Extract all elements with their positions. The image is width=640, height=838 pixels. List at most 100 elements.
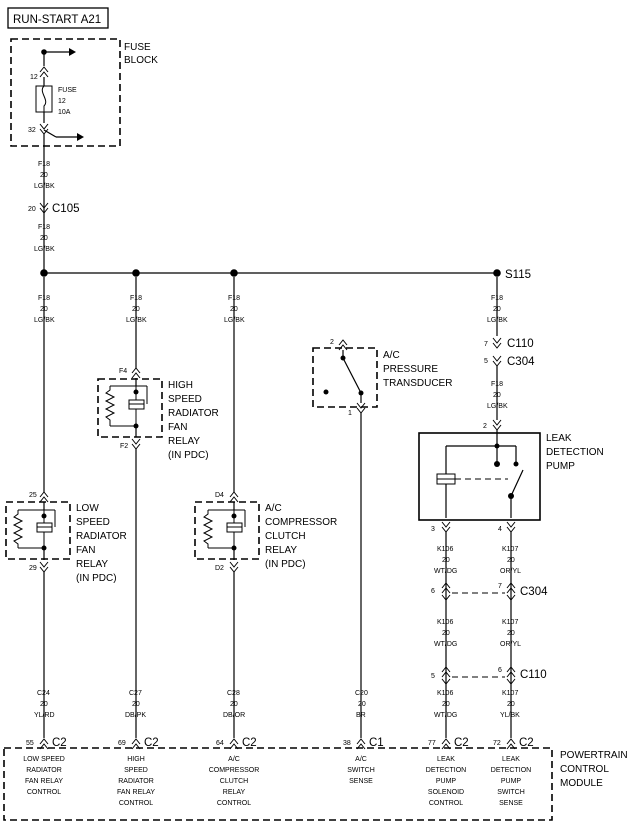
wire-label-f18-top: F18 20 LG/BK — [34, 161, 55, 190]
svg-text:20: 20 — [358, 701, 366, 708]
pcm-pin-description: CONTROL — [429, 800, 463, 807]
title-block: RUN-START A21 — [7, 7, 109, 29]
connector-chevron-icon — [506, 666, 516, 685]
svg-text:20: 20 — [442, 630, 450, 637]
connector-chevron-icon — [492, 337, 502, 349]
svg-text:WT/DG: WT/DG — [434, 641, 457, 648]
wire-label-k107-3: K107 20 YL/BK — [500, 690, 520, 719]
svg-text:A/C: A/C — [265, 503, 282, 514]
pcm-pin-description: A/C — [355, 756, 367, 763]
svg-text:K107: K107 — [502, 546, 518, 553]
svg-text:20: 20 — [28, 206, 36, 213]
svg-text:COMPRESSOR: COMPRESSOR — [265, 517, 337, 528]
svg-text:1: 1 — [348, 410, 352, 417]
diagram-title: RUN-START A21 — [13, 14, 101, 26]
svg-text:PUMP: PUMP — [546, 461, 575, 472]
pcm-pin-description: CONTROL — [119, 800, 153, 807]
connector-chevron-icon — [39, 491, 49, 503]
svg-text:POWERTRAIN: POWERTRAIN — [560, 750, 628, 761]
pcm-pin-description: CONTROL — [27, 789, 61, 796]
pcm-pin-description: SOLENOID — [428, 789, 464, 796]
connector-chevron-icon — [441, 521, 451, 533]
connector-chevron-icon — [506, 738, 516, 750]
switch-contact-icon — [510, 469, 524, 497]
connector-chevron-icon — [39, 123, 49, 135]
switch-contact-icon — [342, 357, 361, 392]
connector-chevron-icon — [492, 419, 502, 431]
svg-text:7: 7 — [484, 341, 488, 348]
svg-text:FAN: FAN — [76, 545, 95, 556]
connector-chevron-icon — [506, 521, 516, 533]
svg-text:K106: K106 — [437, 619, 453, 626]
pcm-pin-number: 38 — [343, 740, 351, 747]
low-speed-relay-label: LOW SPEED RADIATOR FAN RELAY (IN PDC) — [76, 503, 127, 584]
wire-label-k106-2: K106 20 WT/DG — [434, 619, 457, 648]
svg-text:FAN: FAN — [168, 422, 187, 433]
pcm-connector-name: C1 — [369, 737, 384, 749]
pcm-pin: 38 C1A/C SWITCH SENSE — [343, 737, 384, 785]
svg-text:BR: BR — [356, 712, 366, 719]
svg-text:20: 20 — [40, 172, 48, 179]
connector-chevron-icon — [229, 491, 239, 503]
connector-chevron-icon — [39, 66, 49, 78]
connector-chevron-icon — [39, 738, 49, 750]
svg-text:20: 20 — [132, 701, 140, 708]
svg-text:6: 6 — [431, 588, 435, 595]
connector-chevron-icon — [441, 582, 451, 601]
svg-text:32: 32 — [28, 127, 36, 134]
resistor-icon — [12, 510, 24, 548]
svg-text:PRESSURE: PRESSURE — [383, 364, 438, 375]
pcm-pin-description: FAN RELAY — [117, 789, 155, 796]
wire-label-f18-col5-lower: F18 20 LG/BK — [487, 381, 508, 410]
svg-text:LEAK: LEAK — [546, 433, 572, 444]
svg-text:D4: D4 — [215, 492, 224, 499]
svg-text:FUSE: FUSE — [58, 87, 77, 94]
pcm-pin-description: LEAK — [437, 756, 455, 763]
svg-text:LG/BK: LG/BK — [34, 246, 55, 253]
pcm-pin-number: 77 — [428, 740, 436, 747]
connector-chevron-icon — [131, 738, 141, 750]
pcm-pin-number: 69 — [118, 740, 126, 747]
connector-chevron-icon — [506, 582, 516, 601]
svg-text:BLOCK: BLOCK — [124, 55, 158, 66]
arrow-right-icon — [77, 133, 84, 141]
pcm-pin-description: SENSE — [349, 778, 373, 785]
connector-chevron-icon — [131, 438, 141, 450]
svg-text:20: 20 — [442, 701, 450, 708]
svg-text:LG/BK: LG/BK — [487, 403, 508, 410]
svg-text:4: 4 — [498, 526, 502, 533]
high-speed-fan-relay: F4 F2 — [97, 367, 163, 450]
svg-text:FUSE: FUSE — [124, 42, 151, 53]
wire-label-c24: C24 20 YL/RD — [34, 690, 55, 719]
pcm-pin-description: A/C — [228, 756, 240, 763]
svg-text:CONTROL: CONTROL — [560, 764, 609, 775]
svg-text:F18: F18 — [491, 381, 503, 388]
svg-text:5: 5 — [431, 673, 435, 680]
svg-text:C110: C110 — [520, 669, 547, 681]
svg-text:(IN PDC): (IN PDC) — [76, 573, 117, 584]
leak-pump-label: LEAK DETECTION PUMP — [546, 433, 604, 472]
svg-text:K106: K106 — [437, 546, 453, 553]
svg-text:F18: F18 — [38, 161, 50, 168]
splice-name: S115 — [505, 269, 531, 281]
svg-text:RELAY: RELAY — [168, 436, 200, 447]
connector-c105: 20 C105 — [28, 202, 80, 215]
svg-text:20: 20 — [507, 630, 515, 637]
svg-text:F18: F18 — [38, 224, 50, 231]
pcm-pin-description: COMPRESSOR — [209, 767, 260, 774]
svg-text:12: 12 — [58, 98, 66, 105]
wire-label-c20: C20 20 BR — [355, 690, 368, 719]
connector-c304-upper: 5 C304 — [484, 355, 535, 368]
svg-text:RADIATOR: RADIATOR — [76, 531, 127, 542]
pcm-pin-description: PUMP — [501, 778, 522, 785]
svg-text:WT/DG: WT/DG — [434, 568, 457, 575]
svg-text:SPEED: SPEED — [168, 394, 202, 405]
svg-text:6: 6 — [498, 667, 502, 674]
wire-label-c28: C28 20 DB/OR — [223, 690, 245, 719]
pcm-pin-description: SWITCH — [347, 767, 375, 774]
pcm-connector-name: C2 — [454, 737, 469, 749]
svg-text:(IN PDC): (IN PDC) — [168, 450, 209, 461]
svg-text:F2: F2 — [120, 443, 128, 450]
